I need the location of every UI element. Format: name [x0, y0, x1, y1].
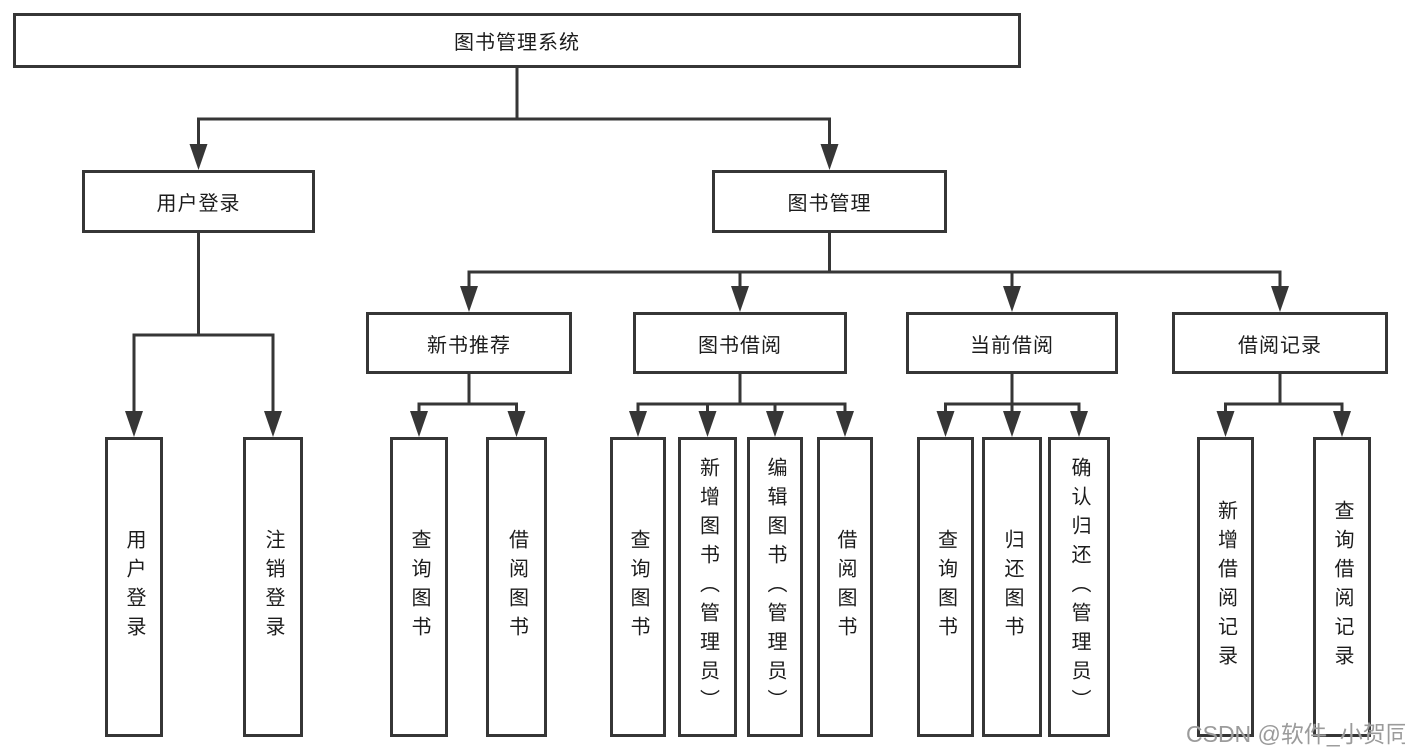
leaf-query-books-recommend: 查询图书	[390, 437, 448, 737]
leaf-borrow-books-borrowing: 借阅图书	[817, 437, 873, 737]
leaf-query-books-current: 查询图书	[917, 437, 974, 737]
node-current-borrowing: 当前借阅	[906, 312, 1118, 374]
leaf-edit-books-admin: 编辑图书（管理员）	[747, 437, 803, 737]
leaf-add-borrow-record: 新增借阅记录	[1197, 437, 1254, 737]
csdn-watermark: CSDN @软件_小贺同学	[1186, 721, 1405, 747]
node-library-system: 图书管理系统	[13, 13, 1021, 68]
leaf-add-books-admin: 新增图书（管理员）	[678, 437, 737, 737]
node-user-login: 用户登录	[82, 170, 315, 233]
node-borrowing-records: 借阅记录	[1172, 312, 1388, 374]
node-book-management: 图书管理	[712, 170, 947, 233]
connector-segments	[132, 68, 1344, 413]
arrow-down-icons	[125, 144, 1351, 437]
leaf-return-books: 归还图书	[982, 437, 1042, 737]
leaf-user-login: 用户登录	[105, 437, 163, 737]
leaf-query-books-borrowing: 查询图书	[610, 437, 666, 737]
node-book-borrowing: 图书借阅	[633, 312, 847, 374]
leaf-logout-login: 注销登录	[243, 437, 303, 737]
leaf-borrow-books-recommend: 借阅图书	[486, 437, 547, 737]
node-new-book-recommend: 新书推荐	[366, 312, 572, 374]
leaf-query-borrow-record: 查询借阅记录	[1313, 437, 1371, 737]
leaf-confirm-return-admin: 确认归还（管理员）	[1048, 437, 1110, 737]
